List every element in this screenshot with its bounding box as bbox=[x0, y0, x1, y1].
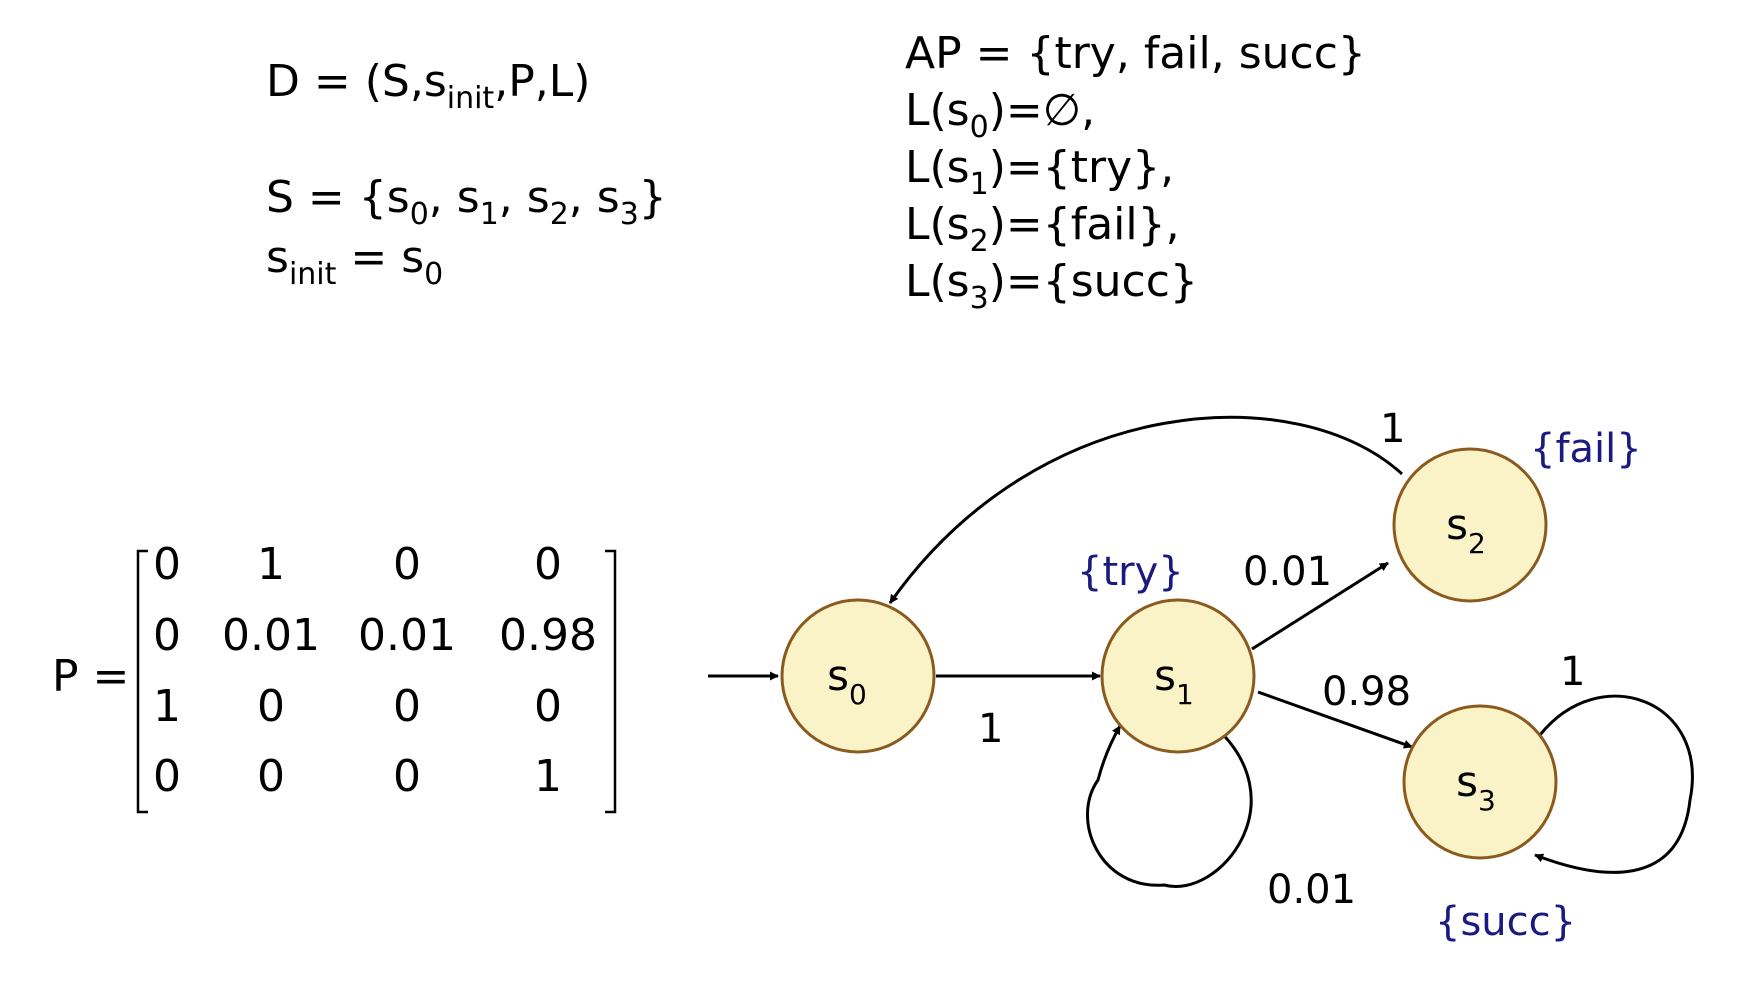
matrix-right-bracket bbox=[605, 549, 617, 814]
state-label-try: {try} bbox=[1077, 549, 1184, 595]
state-s0-sub: 0 bbox=[849, 678, 867, 711]
label-s1-sub: 1 bbox=[969, 167, 989, 202]
edge-label-s1-s3: 0.98 bbox=[1322, 669, 1411, 715]
matrix-cell: 1 bbox=[257, 539, 285, 590]
state-s3-circle bbox=[1402, 704, 1558, 860]
label-s3-post: )={succ} bbox=[988, 256, 1198, 307]
state-s0: s0 bbox=[780, 598, 936, 754]
state-s3: s3 bbox=[1402, 704, 1558, 860]
state-s2-name: s2 bbox=[1446, 500, 1486, 560]
state-s0-id: s bbox=[827, 651, 849, 700]
edge-label-s3-s3: 1 bbox=[1560, 649, 1585, 695]
matrix-cell: 0 bbox=[534, 539, 562, 590]
label-s2: L(s2)={fail}, bbox=[905, 203, 1180, 257]
state-s2-id: s bbox=[1446, 500, 1468, 549]
tuple-eq: = (S,s bbox=[299, 56, 447, 107]
state-set-sub0: 0 bbox=[409, 197, 429, 232]
atomic-propositions: AP = {try, fail, succ} bbox=[905, 28, 1366, 79]
state-set-sub2: 2 bbox=[549, 197, 569, 232]
sinit-val: 0 bbox=[424, 257, 444, 292]
edge-label-s1-s1: 0.01 bbox=[1267, 867, 1356, 913]
state-set-prefix: S = {s bbox=[266, 172, 410, 223]
matrix-name: P = bbox=[52, 651, 130, 702]
edge-label-s2-s0: 1 bbox=[1380, 406, 1405, 452]
tuple-rest: ,P,L) bbox=[494, 56, 591, 107]
edge-s1-s1 bbox=[1086, 722, 1253, 888]
matrix-left-bracket bbox=[136, 549, 148, 814]
state-s1-id: s bbox=[1154, 651, 1176, 700]
matrix-cell: 0 bbox=[153, 751, 181, 802]
state-s1-circle bbox=[1100, 598, 1256, 754]
label-s3-sub: 3 bbox=[969, 281, 989, 316]
label-s2-sub: 2 bbox=[969, 224, 989, 259]
label-s0: L(s0)=∅, bbox=[905, 89, 1095, 143]
state-s2: s2 bbox=[1392, 447, 1548, 603]
label-s2-post: )={fail}, bbox=[988, 199, 1180, 250]
matrix-cell: 0 bbox=[153, 610, 181, 661]
label-s2-pre: L(s bbox=[905, 199, 970, 250]
label-s1-pre: L(s bbox=[905, 142, 970, 193]
state-s3-sub: 3 bbox=[1478, 784, 1496, 817]
matrix-cell: 0 bbox=[393, 681, 421, 732]
state-set-sub1: 1 bbox=[479, 197, 499, 232]
matrix-cell: 0 bbox=[257, 681, 285, 732]
matrix-cell: 0 bbox=[257, 751, 285, 802]
edge-s2-s0 bbox=[888, 415, 1404, 604]
tuple-name: D bbox=[266, 56, 300, 107]
state-label-succ: {succ} bbox=[1435, 899, 1576, 945]
sinit-main: s bbox=[266, 232, 289, 283]
edge-s1-s2 bbox=[1251, 561, 1389, 651]
label-s1-post: )={try}, bbox=[988, 142, 1175, 193]
state-s2-sub: 2 bbox=[1468, 527, 1486, 560]
state-set-sub3: 3 bbox=[619, 197, 639, 232]
label-s0-post: )=∅, bbox=[988, 85, 1096, 136]
state-s2-circle bbox=[1392, 447, 1548, 603]
label-s0-pre: L(s bbox=[905, 85, 970, 136]
matrix-cell: 0 bbox=[153, 539, 181, 590]
matrix-cell: 0 bbox=[534, 681, 562, 732]
state-set: S = {s0, s1, s2, s3} bbox=[266, 172, 667, 232]
dtmc-tuple: D = (S,sinit,P,L) bbox=[266, 60, 590, 114]
edge-s3-s3 bbox=[1534, 694, 1694, 874]
matrix-cell: 0 bbox=[393, 539, 421, 590]
label-s3: L(s3)={succ} bbox=[905, 260, 1198, 314]
initial-state: sinit = s0 bbox=[266, 236, 443, 290]
state-s0-name: s0 bbox=[827, 651, 867, 711]
matrix-cell: 0.01 bbox=[222, 610, 320, 661]
edge-s1-s3 bbox=[1257, 690, 1413, 749]
state-s3-id: s bbox=[1456, 757, 1478, 806]
label-s3-pre: L(s bbox=[905, 256, 970, 307]
state-s1: s1 bbox=[1100, 598, 1256, 754]
matrix-cell: 0.98 bbox=[499, 610, 597, 661]
state-s1-sub: 1 bbox=[1176, 678, 1194, 711]
tuple-sub: init bbox=[446, 81, 495, 116]
state-s0-circle bbox=[780, 598, 936, 754]
matrix-cell: 0 bbox=[393, 751, 421, 802]
state-s3-name: s3 bbox=[1456, 757, 1496, 817]
label-s1: L(s1)={try}, bbox=[905, 146, 1174, 200]
state-label-fail: {fail} bbox=[1530, 426, 1642, 472]
label-s0-sub: 0 bbox=[969, 110, 989, 145]
edge-label-s0-s1: 1 bbox=[978, 706, 1003, 752]
matrix-cell: 1 bbox=[153, 681, 181, 732]
sinit-eq: = s bbox=[336, 232, 425, 283]
matrix-cell: 1 bbox=[534, 751, 562, 802]
sinit-sub: init bbox=[288, 257, 337, 292]
matrix-cell: 0.01 bbox=[358, 610, 456, 661]
state-s1-name: s1 bbox=[1154, 651, 1194, 711]
edge-label-s1-s2: 0.01 bbox=[1243, 549, 1332, 595]
